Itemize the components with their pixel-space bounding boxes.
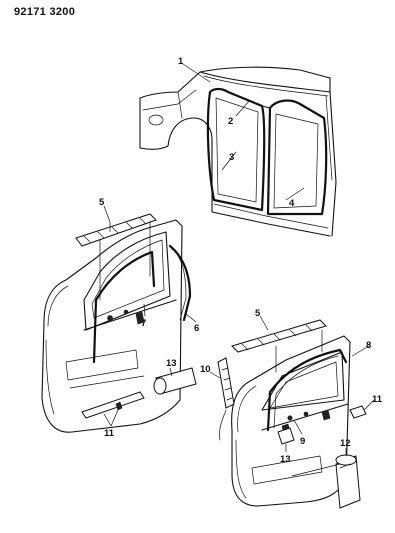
callout-6: 6 — [194, 323, 199, 334]
callout-1: 1 — [178, 56, 184, 67]
front-door-illustration — [41, 219, 183, 433]
callout-5-rear: 5 — [255, 308, 261, 319]
vehicle-body-illustration — [139, 66, 337, 237]
callout-11-front: 11 — [104, 428, 115, 439]
callout-9: 9 — [300, 436, 305, 447]
front-door-pad — [153, 367, 197, 395]
diagram-id: 92171 3200 — [14, 6, 76, 18]
callout-13-front: 13 — [166, 358, 177, 369]
front-belt-weatherstrip — [75, 213, 157, 301]
rear-door-illustration — [231, 335, 351, 507]
rear-door-cylinder-pad — [335, 454, 361, 509]
rear-pillar-seal — [217, 357, 235, 441]
callout-13-rear: 13 — [280, 454, 291, 465]
callout-12: 12 — [340, 438, 351, 449]
callout-5-front: 5 — [99, 197, 105, 208]
callout-2: 2 — [228, 116, 233, 127]
callout-8: 8 — [366, 340, 371, 351]
callout-4: 4 — [289, 198, 295, 209]
front-lower-seal — [81, 391, 145, 419]
rear-door-block — [349, 405, 367, 419]
callout-labels: 1 2 3 4 5 5 6 7 8 9 10 11 11 12 13 13 — [99, 56, 383, 465]
front-glass-run-channel — [168, 244, 192, 322]
callout-10: 10 — [200, 364, 211, 375]
rear-belt-weatherstrip — [231, 319, 327, 373]
callout-3: 3 — [229, 152, 234, 163]
rear-door-pad — [277, 427, 295, 445]
callout-11-rear: 11 — [372, 394, 383, 405]
leader-lines — [103, 63, 375, 477]
callout-7: 7 — [141, 318, 146, 329]
